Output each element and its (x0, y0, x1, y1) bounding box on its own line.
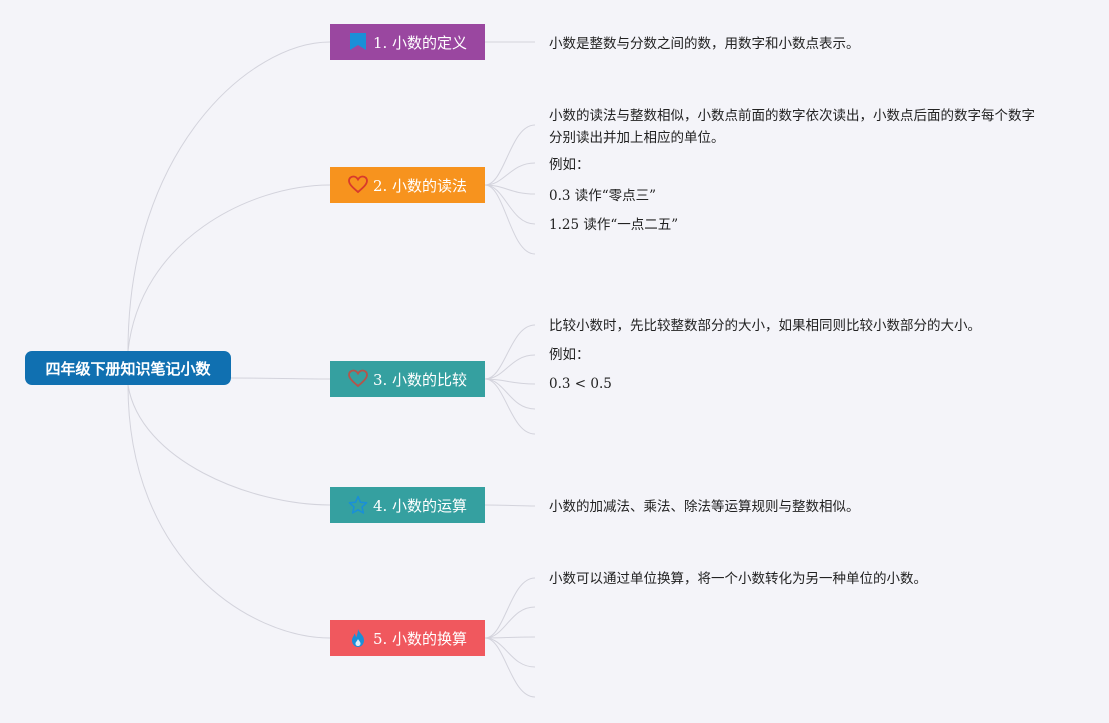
link-root-topic-1 (127, 41, 331, 352)
note-text: 例如： (549, 157, 590, 173)
flag-icon (348, 32, 368, 52)
link-t5-n1 (484, 577, 536, 639)
topic-label: 1. 小数的定义 (372, 33, 468, 52)
link-root-topic-5 (127, 384, 331, 639)
topic-node-conversion[interactable]: 5. 小数的换算 (330, 620, 485, 656)
link-t3-n2 (484, 354, 536, 380)
link-t5-n2 (484, 606, 536, 639)
note-text: 0.3 < 0.5 (549, 376, 612, 392)
link-t2-n3 (484, 184, 536, 195)
link-t3-n1 (484, 324, 536, 380)
topic-label: 2. 小数的读法 (372, 176, 468, 195)
topic-node-comparison[interactable]: 3. 小数的比较 (330, 361, 485, 397)
topic-label: 4. 小数的运算 (372, 496, 468, 515)
link-root-topic-4 (127, 384, 331, 506)
note-text: 小数的加减法、乘法、除法等运算规则与整数相似。 (549, 499, 860, 515)
link-t5-n3 (484, 636, 536, 639)
star-icon (348, 495, 368, 515)
link-t2-n5 (484, 184, 536, 255)
topic-label: 3. 小数的比较 (372, 370, 468, 389)
fire-icon (348, 628, 368, 648)
note-text: 小数的读法与整数相似，小数点前面的数字依次读出，小数点后面的数字每个数字分别读出… (549, 108, 1035, 146)
note-text: 小数可以通过单位换算，将一个小数转化为另一种单位的小数。 (549, 571, 927, 587)
link-t2-n1 (484, 124, 536, 186)
topic-label: 5. 小数的换算 (372, 629, 468, 648)
root-node[interactable]: 四年级下册知识笔记小数 (25, 351, 231, 385)
note-text: 例如： (549, 347, 590, 363)
root-label: 四年级下册知识笔记小数 (45, 359, 211, 378)
note-text: 比较小数时，先比较整数部分的大小，如果相同则比较小数部分的大小。 (549, 318, 981, 334)
link-root-topic-3 (230, 377, 331, 380)
note-text: 1.25 读作“一点二五” (549, 217, 679, 233)
link-t5-n5 (484, 637, 536, 698)
note-text: 小数是整数与分数之间的数，用数字和小数点表示。 (549, 36, 860, 52)
topic-node-definition[interactable]: 1. 小数的定义 (330, 24, 485, 60)
link-t2-n4 (484, 184, 536, 225)
topic-node-operations[interactable]: 4. 小数的运算 (330, 487, 485, 523)
link-t2-n2 (484, 162, 536, 186)
heart-icon (348, 369, 368, 389)
link-t4-n1 (484, 504, 536, 507)
note-text: 0.3 读作“零点三” (549, 188, 657, 204)
topic-node-reading[interactable]: 2. 小数的读法 (330, 167, 485, 203)
link-t5-n4 (484, 637, 536, 668)
link-root-topic-2 (127, 184, 331, 352)
heart-icon (348, 175, 368, 195)
link-t3-n5 (484, 378, 536, 435)
